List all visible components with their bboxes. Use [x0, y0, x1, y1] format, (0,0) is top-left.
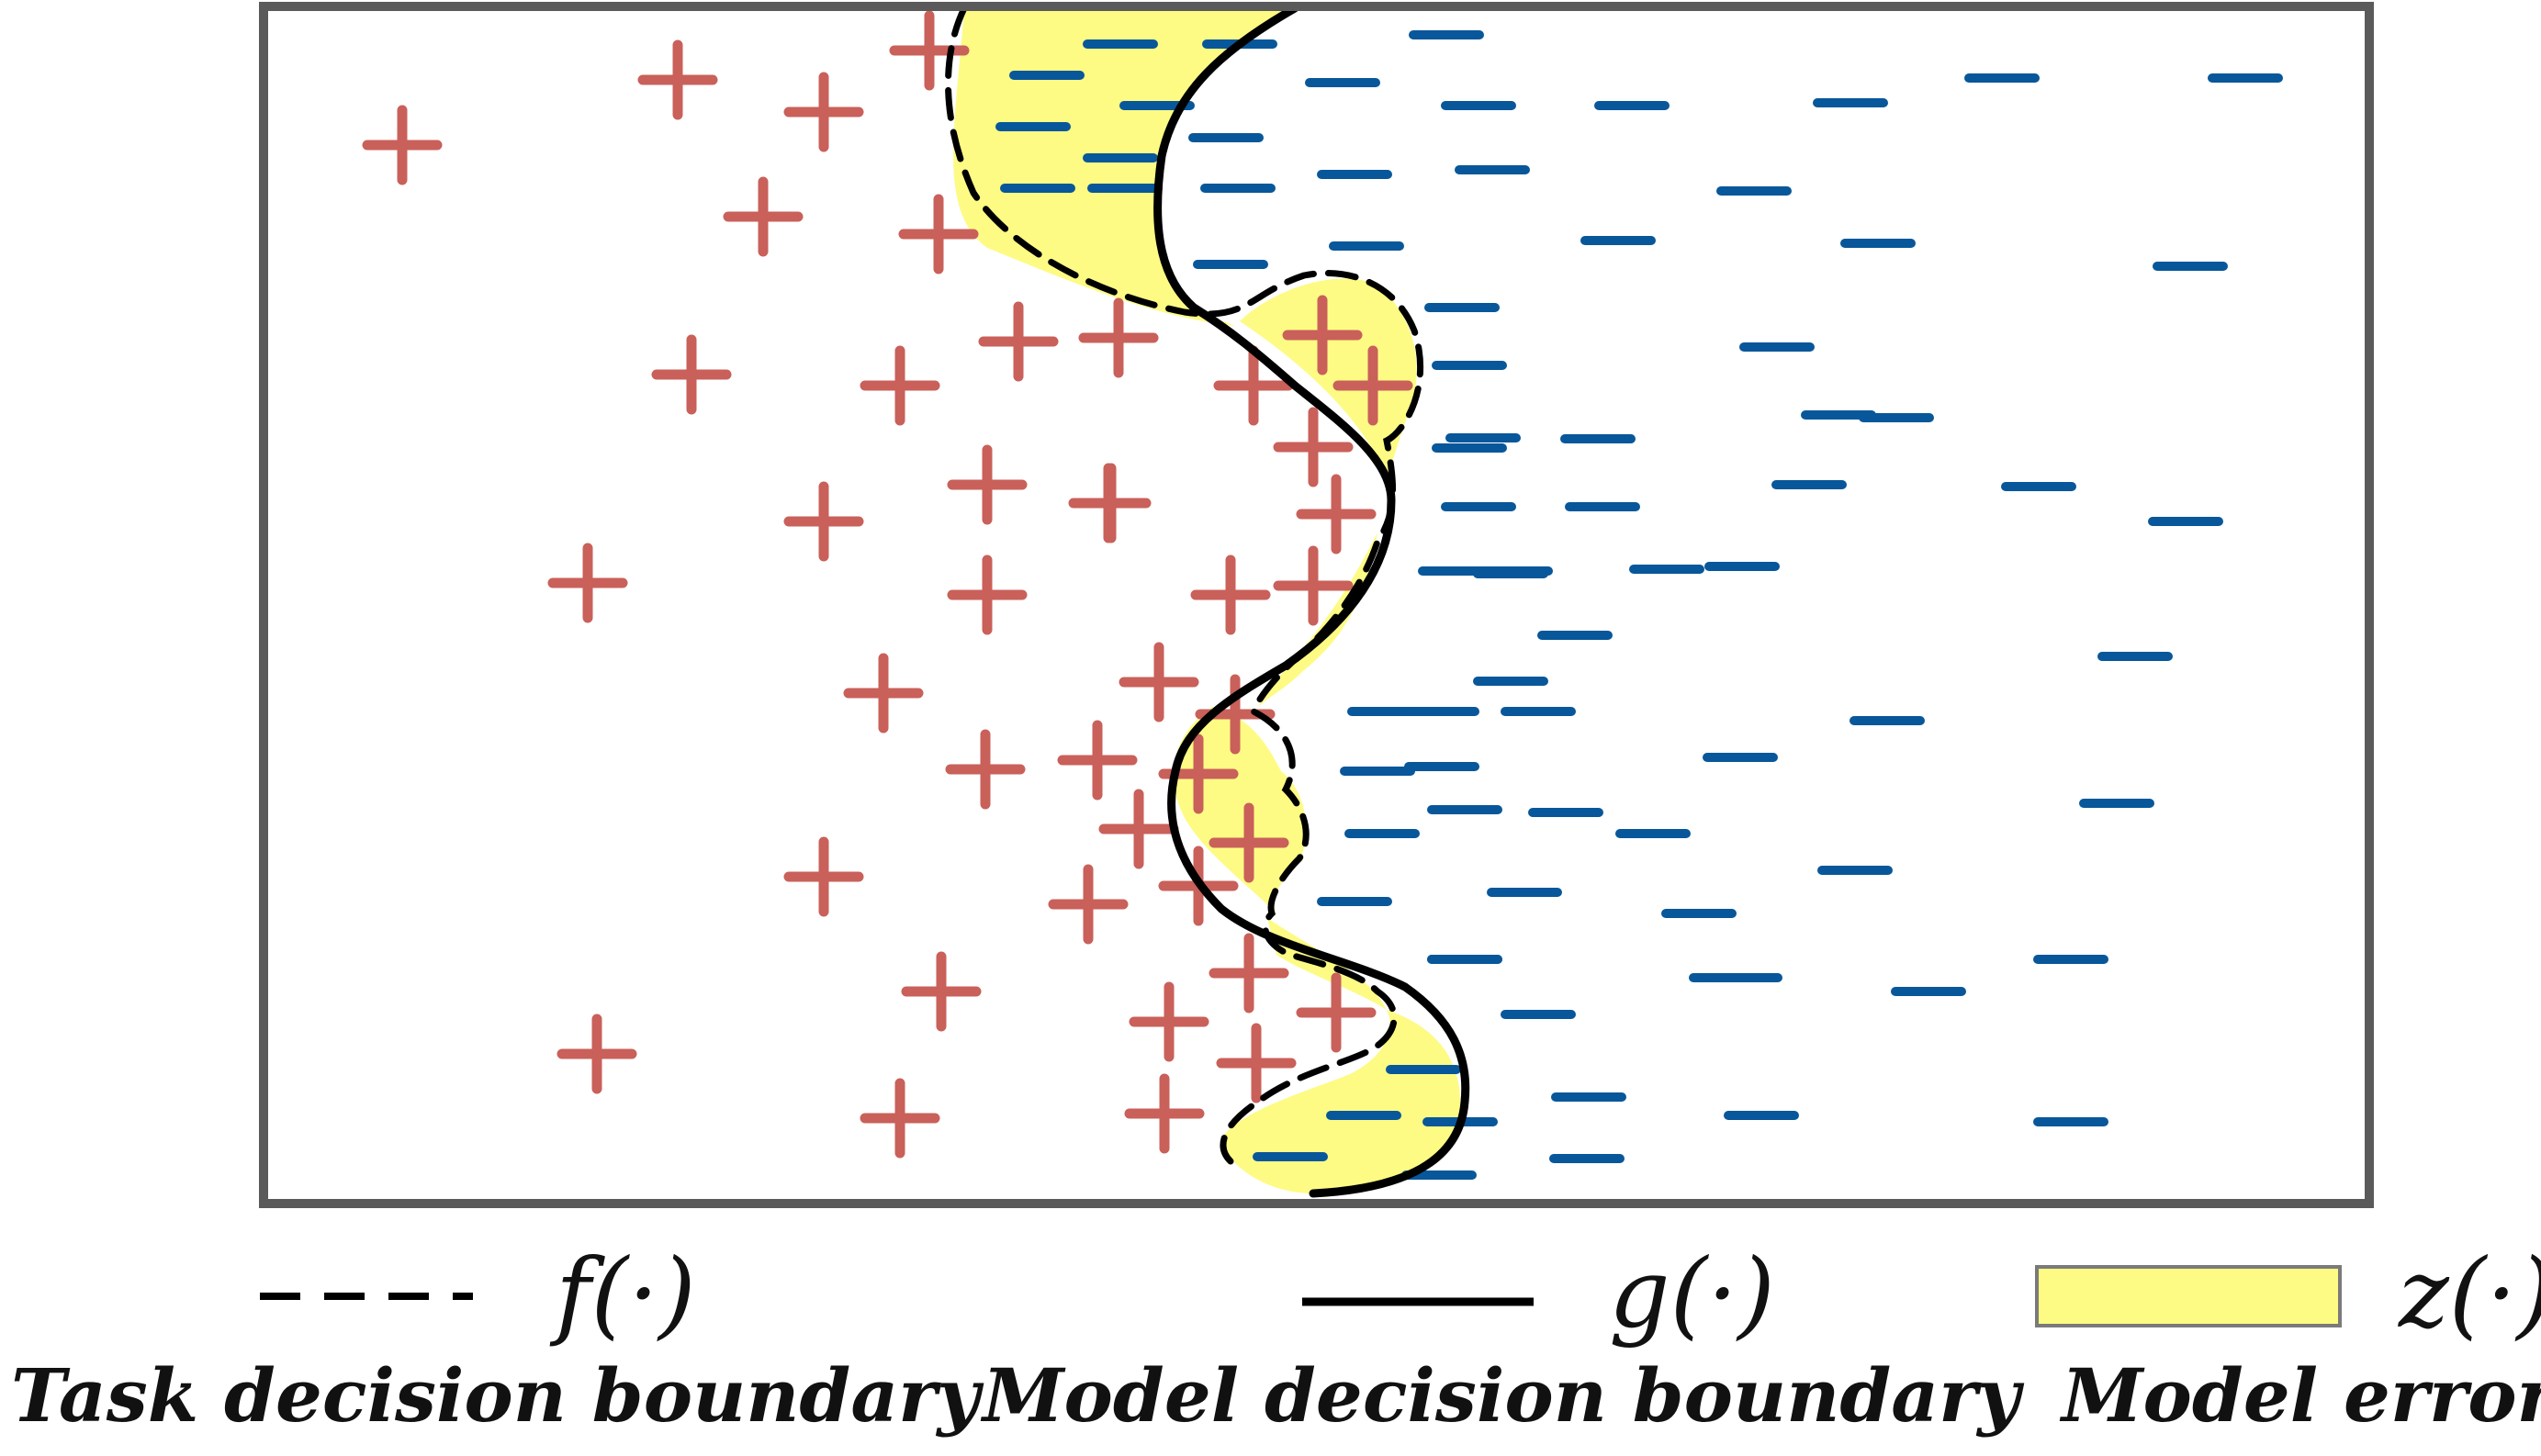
positive-sample	[1296, 474, 1377, 554]
legend-model: g(·) Model decision boundary	[980, 1238, 2025, 1439]
positive-sample	[901, 951, 982, 1032]
model-error-regions	[953, 8, 1460, 1193]
legend-task-symbol: f(·)	[549, 1238, 696, 1350]
positive-sample	[1332, 345, 1413, 426]
positive-sample	[1273, 407, 1354, 487]
legend-error-symbol: z(·)	[2397, 1238, 2541, 1350]
model-decision-boundary	[1153, 4, 1470, 1198]
legend-error-caption: Model error	[2059, 1352, 2541, 1439]
positive-sample	[557, 1014, 637, 1094]
positive-sample	[860, 1078, 940, 1159]
positive-sample	[637, 39, 718, 120]
plot-frame	[259, 2, 2374, 1208]
error-region-1	[953, 8, 1290, 326]
positive-sample	[1209, 802, 1289, 883]
positive-sample	[947, 554, 1028, 635]
legend-task-caption: Task decision boundary	[11, 1352, 984, 1439]
positive-sample	[1078, 297, 1159, 378]
positive-sample	[843, 653, 924, 734]
error-region-5	[1267, 918, 1387, 1010]
positive-sample	[1057, 720, 1138, 801]
positive-sample	[1129, 981, 1209, 1062]
positive-sample	[547, 543, 628, 623]
positive-sample	[1190, 554, 1271, 635]
positive-sample	[783, 481, 864, 562]
positive-sample	[978, 301, 1059, 382]
error-region-2	[1240, 278, 1417, 477]
positive-sample	[1216, 1023, 1297, 1103]
positive-sample	[1071, 463, 1152, 543]
positive-sample	[783, 836, 864, 917]
positive-sample	[362, 105, 443, 185]
positive-sample	[898, 194, 979, 274]
plot-area	[259, 2, 2374, 1208]
error-region-6	[1221, 1010, 1460, 1193]
positive-sample	[723, 176, 804, 257]
positive-sample	[1296, 972, 1377, 1053]
positive-sample	[1273, 545, 1354, 626]
positive-sample	[1213, 345, 1294, 426]
positive-sample	[651, 334, 732, 415]
legend-error: z(·) Model error	[2035, 1238, 2541, 1439]
positive-sample	[945, 729, 1026, 810]
positive-sample	[1098, 789, 1179, 869]
positive-sample	[860, 345, 940, 426]
legend-model-caption: Model decision boundary	[980, 1352, 2025, 1439]
positive-sample	[1048, 864, 1129, 945]
negative-samples	[995, 30, 2283, 1180]
positive-sample	[1119, 642, 1199, 722]
positive-sample	[1209, 933, 1289, 1014]
positive-sample	[783, 72, 864, 152]
legend: f(·) Task decision boundary g(·) Model d…	[11, 1238, 2541, 1439]
positive-sample	[1124, 1073, 1205, 1154]
legend-model-symbol: g(·)	[1609, 1238, 1775, 1350]
positive-sample	[947, 444, 1028, 525]
error-region-4	[1173, 707, 1307, 913]
positive-sample	[1282, 295, 1363, 375]
legend-error-swatch	[2035, 1265, 2342, 1327]
legend-task: f(·) Task decision boundary	[11, 1238, 984, 1439]
